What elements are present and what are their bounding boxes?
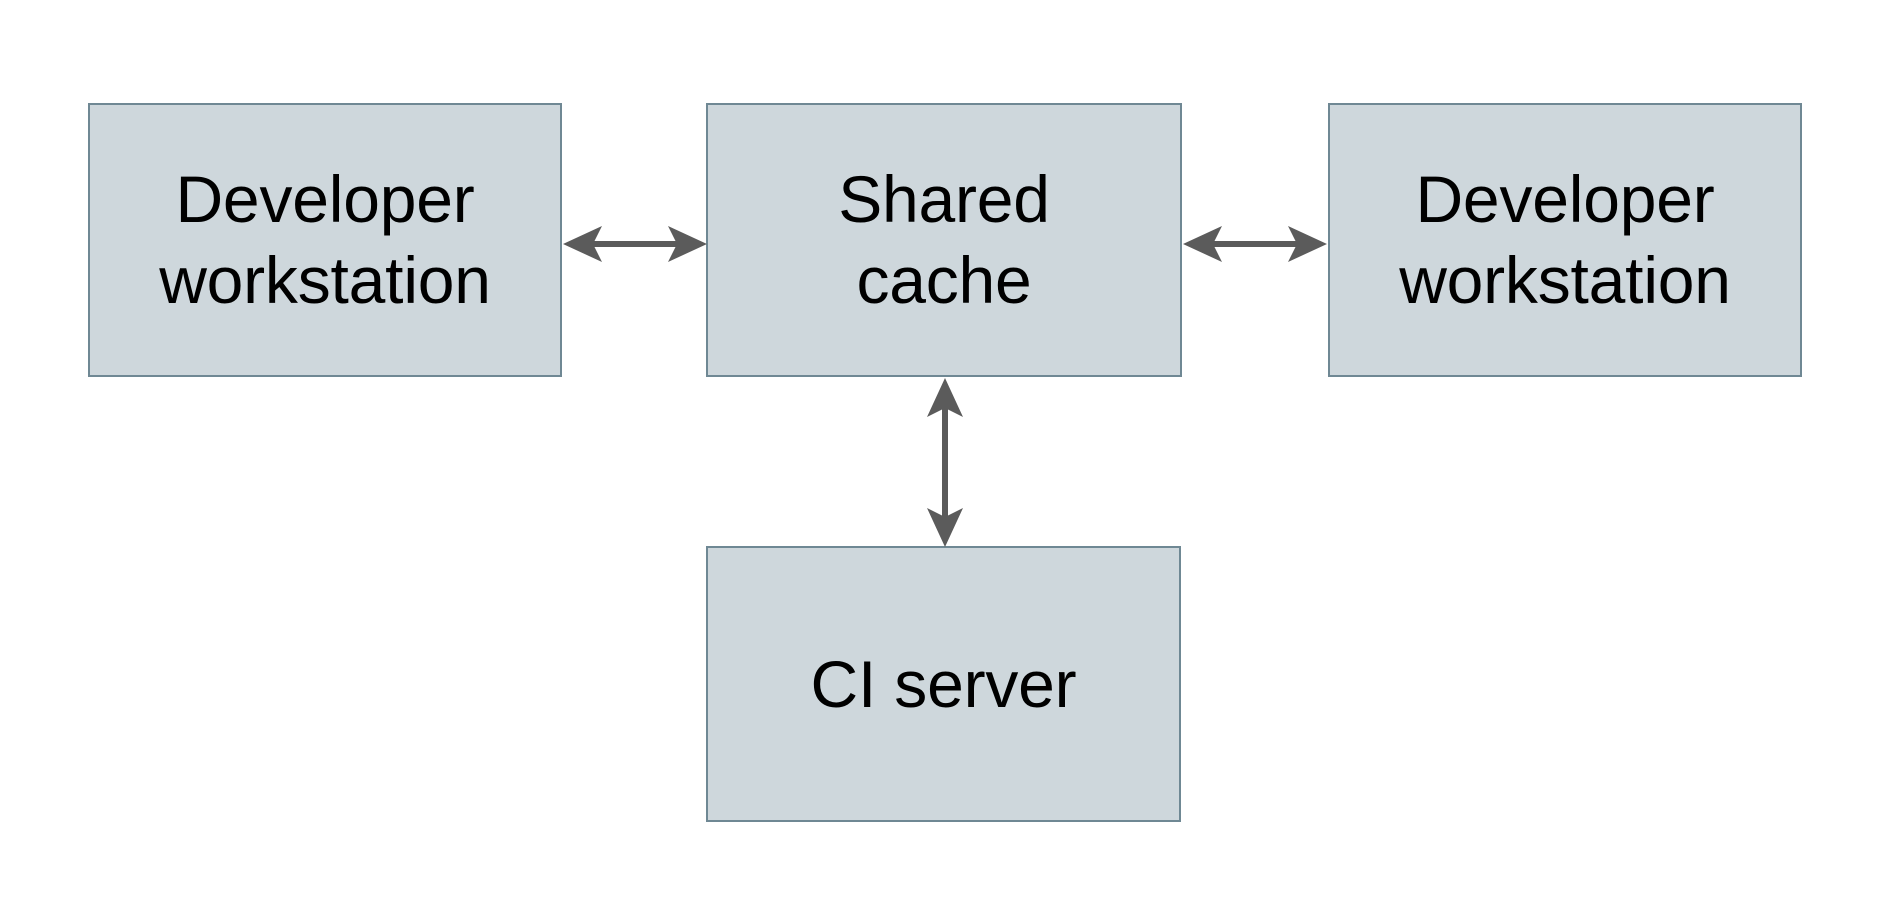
arrowhead-left-icon (563, 226, 602, 262)
node-label: CI server (810, 646, 1077, 721)
arrowhead-left-icon (1183, 226, 1222, 262)
node-ci-server[interactable]: CI server (706, 546, 1181, 822)
edge-developer-left-to-shared-cache (563, 226, 707, 262)
node-label: Shared cache (838, 162, 1050, 317)
edge-shared-cache-to-ci-server (927, 378, 963, 547)
edge-shared-cache-to-developer-right (1183, 226, 1327, 262)
arrowhead-right-icon (1288, 226, 1327, 262)
arrowhead-up-icon (927, 378, 963, 417)
node-developer-workstation-right[interactable]: Developer workstation (1328, 103, 1802, 377)
node-label: Developer workstation (159, 162, 491, 317)
node-developer-workstation-left[interactable]: Developer workstation (88, 103, 562, 377)
arrowhead-down-icon (927, 508, 963, 547)
node-label: Developer workstation (1399, 162, 1731, 317)
node-shared-cache[interactable]: Shared cache (706, 103, 1182, 377)
arrowhead-right-icon (668, 226, 707, 262)
